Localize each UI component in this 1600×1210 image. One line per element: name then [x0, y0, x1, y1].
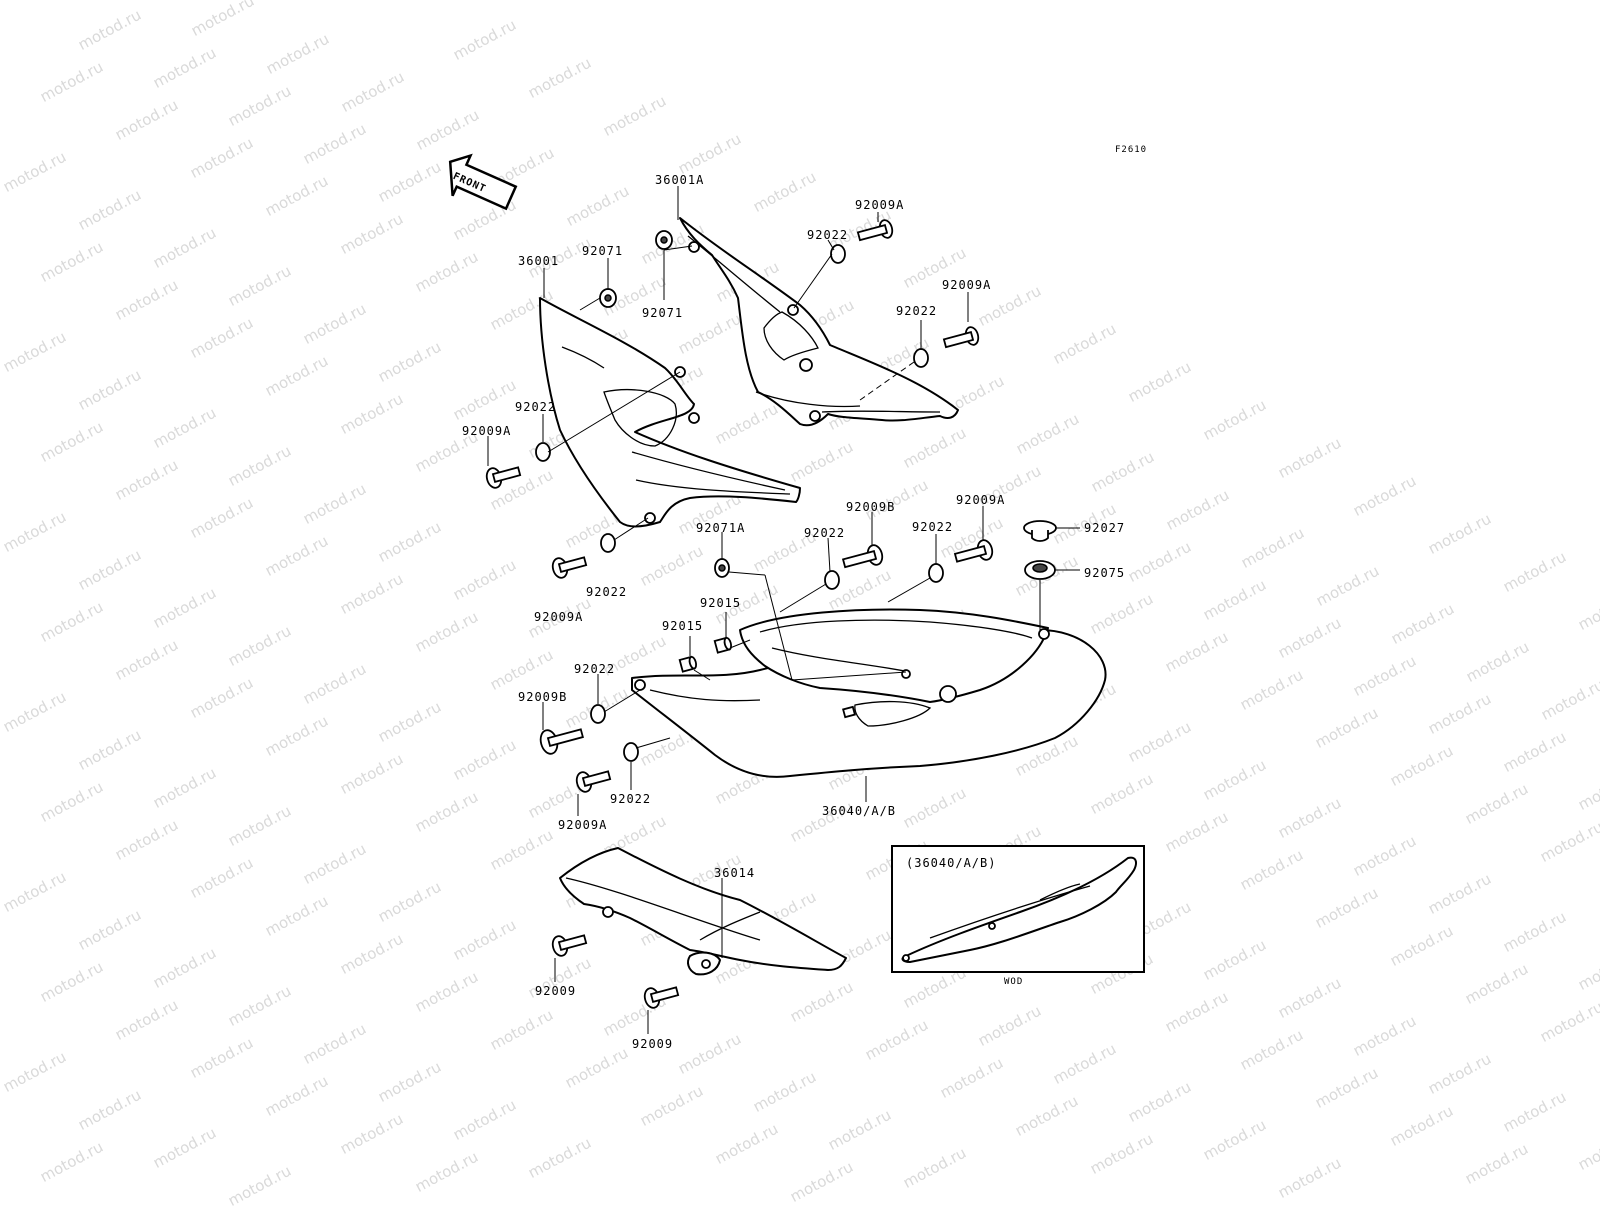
callout-36001A: 36001A	[655, 173, 705, 187]
callout-92009A-left2: 92009A	[534, 610, 584, 624]
seat-cowl-part	[631, 608, 1107, 778]
callout-92009A-low: 92009A	[558, 818, 608, 832]
callout-92009A-left1: 92009A	[462, 424, 512, 438]
callout-92022-left2: 92022	[586, 585, 628, 599]
side-cover-left-part	[539, 297, 801, 528]
callout-92009A-top2: 92009A	[942, 278, 992, 292]
callout-92009A-top1: 92009A	[855, 198, 905, 212]
callout-92075: 92075	[1084, 566, 1126, 580]
fasteners	[485, 219, 1057, 1009]
callout-92022-top1: 92022	[807, 228, 849, 242]
callout-36014: 36014	[714, 866, 756, 880]
callout-92015-a: 92015	[700, 596, 742, 610]
callout-92022-top2: 92022	[896, 304, 938, 318]
callout-92015-b: 92015	[662, 619, 704, 633]
inset-box	[891, 845, 1145, 973]
callout-92022-mid1: 92022	[804, 526, 846, 540]
callout-92009-a: 92009	[535, 984, 577, 998]
inset-footer: WOD	[1004, 977, 1024, 987]
callout-92009B-mid: 92009B	[846, 500, 896, 514]
leader-lines	[487, 186, 1080, 1034]
front-arrow-icon	[448, 153, 518, 211]
callout-92009A-mid: 92009A	[956, 493, 1006, 507]
callout-92022-left1: 92022	[515, 400, 557, 414]
chain-cover-part	[559, 847, 847, 976]
side-cover-right-part	[679, 217, 959, 427]
callout-36040AB: 36040/A/B	[822, 804, 897, 818]
callout-92009B-low: 92009B	[518, 690, 568, 704]
callout-92071-top2: 92071	[642, 306, 684, 320]
callout-92009-b: 92009	[632, 1037, 674, 1051]
callout-92022-low2: 92022	[610, 792, 652, 806]
inset-title: (36040/A/B)	[906, 856, 997, 870]
figure-code: F2610	[1115, 145, 1148, 155]
callout-92071-top1: 92071	[582, 244, 624, 258]
callout-92022-low1: 92022	[574, 662, 616, 676]
callout-92022-mid2: 92022	[912, 520, 954, 534]
callout-92071A: 92071A	[696, 521, 746, 535]
callout-92027: 92027	[1084, 521, 1126, 535]
callout-36001: 36001	[518, 254, 560, 268]
